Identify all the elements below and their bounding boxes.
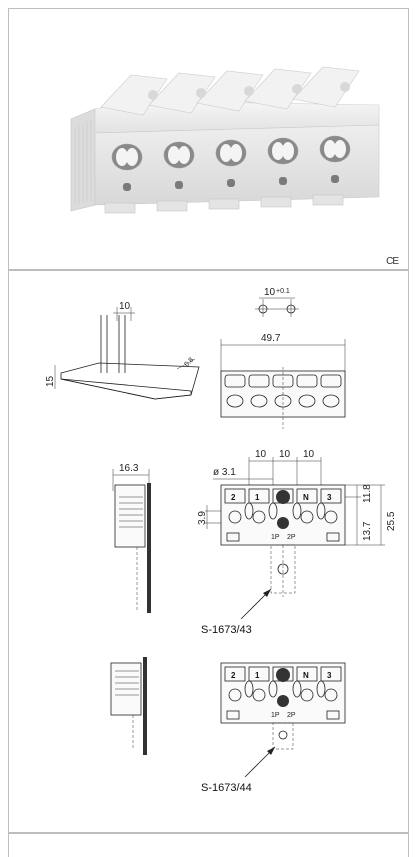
pin-plate-height-label: 15 xyxy=(45,375,56,387)
dim-label-11-8: 11.8 xyxy=(362,484,373,503)
hole-diameter-label: ø 3.1 xyxy=(213,467,236,478)
terminal-label-1: 1 xyxy=(255,493,260,502)
bottom-label-2p: 2P xyxy=(287,534,296,541)
ce-mark: CE xyxy=(386,256,399,267)
pitch-symbol: 10 +0.1 xyxy=(255,287,299,317)
front-view-2-drawing: 2 1 N 3 1P 2P xyxy=(201,662,346,794)
connector-render xyxy=(70,66,380,214)
bottom-2-label-1p: 1P xyxy=(271,712,280,719)
pitch-label-2: 10 xyxy=(279,449,291,460)
pin-plate-drawing: 10 15 0.8 xyxy=(45,301,200,400)
code-label-s-1673-44: S-1673/44 xyxy=(201,782,252,794)
product-image-panel: CE xyxy=(8,8,409,270)
side-view-2-drawing xyxy=(110,657,147,755)
bottom-2-label-2p: 2P xyxy=(287,712,296,719)
pitch-top-label: 10 xyxy=(264,287,276,298)
code-label-s-1673-43: S-1673/43 xyxy=(201,624,252,636)
top-view-width-label: 49.7 xyxy=(261,333,281,344)
terminal-2-label-n: N xyxy=(303,671,309,680)
pin-plate-thickness-label: 0.8 xyxy=(183,357,195,369)
terminal-label-3: 3 xyxy=(327,493,332,502)
side-view-drawing: 16.3 xyxy=(112,463,151,613)
terminal-2-label-1: 1 xyxy=(255,671,260,680)
dim-label-13-7: 13.7 xyxy=(362,521,373,541)
empty-footer-panel xyxy=(8,833,409,857)
pitch-tolerance-label: +0.1 xyxy=(276,288,290,295)
front-view-drawing: 10 10 10 ø 3.1 2 1 N 3 xyxy=(197,449,397,636)
side-offset-label: 3.9 xyxy=(197,511,208,525)
pitch-label-3: 10 xyxy=(303,449,315,460)
pitch-label-1: 10 xyxy=(255,449,267,460)
terminal-label-n: N xyxy=(303,493,309,502)
bottom-label-1p: 1P xyxy=(271,534,280,541)
dim-label-25-5: 25.5 xyxy=(386,511,397,531)
technical-drawing: 10 15 0.8 10 +0.1 49.7 xyxy=(45,287,397,794)
terminal-2-label-3: 3 xyxy=(327,671,332,680)
technical-drawing-panel: 10 15 0.8 10 +0.1 49.7 xyxy=(8,270,409,833)
top-view-drawing: 49.7 xyxy=(220,333,346,429)
side-view-width-label: 16.3 xyxy=(119,463,139,474)
terminal-label-2: 2 xyxy=(231,493,236,502)
terminal-2-label-2: 2 xyxy=(231,671,236,680)
pin-plate-width-label: 10 xyxy=(119,301,131,312)
